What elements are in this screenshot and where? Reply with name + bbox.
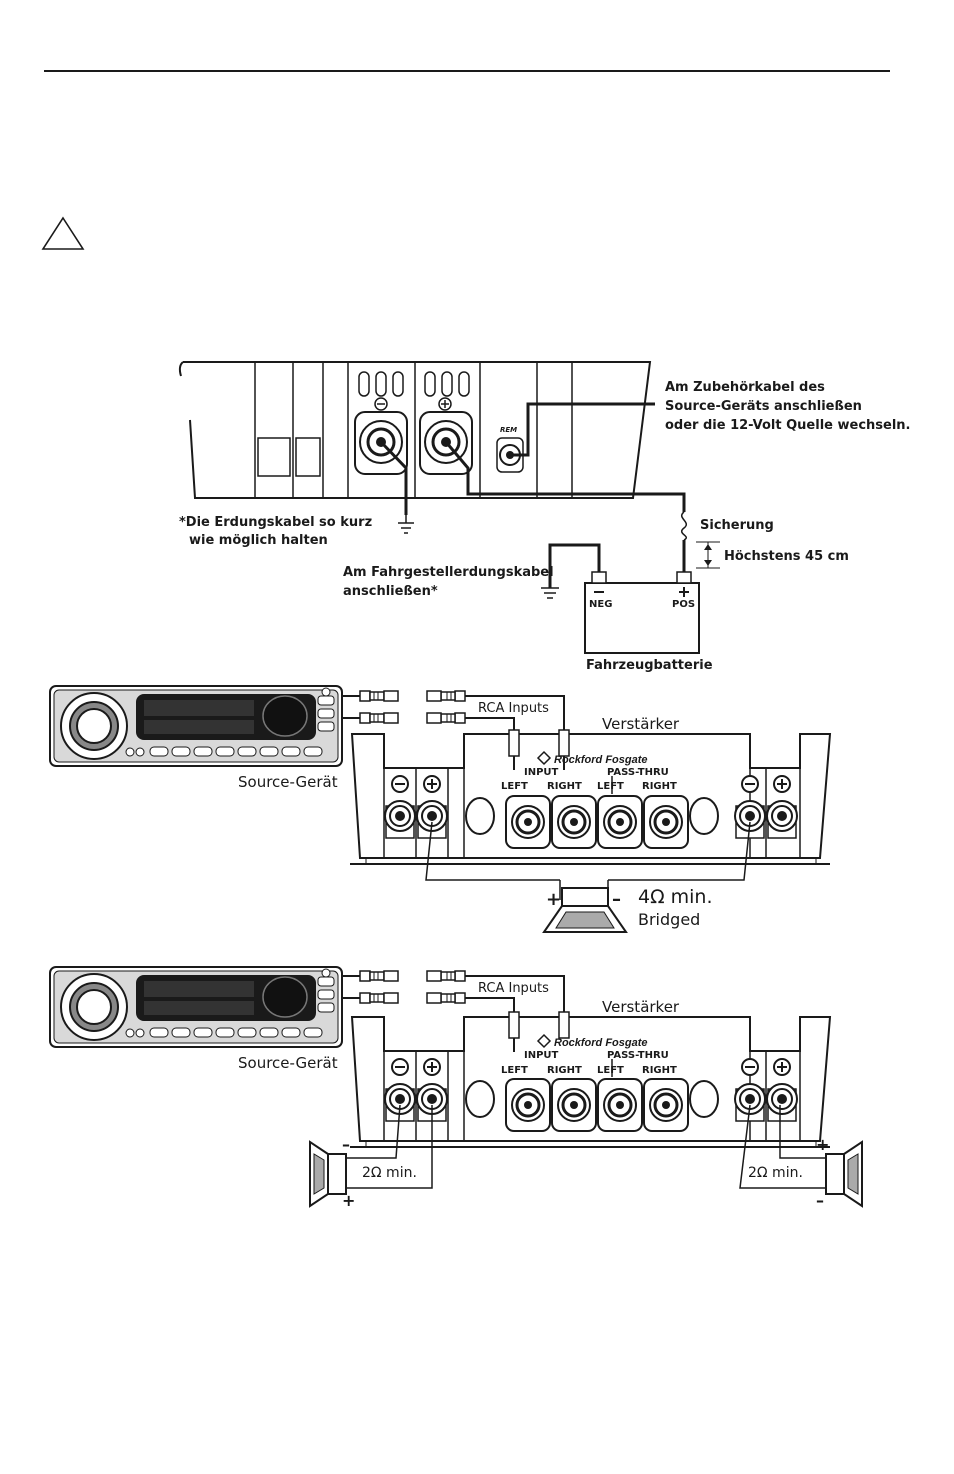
source-unit-icon-2 bbox=[49, 966, 343, 1048]
source-unit-label-2: Source-Gerät bbox=[238, 1054, 338, 1072]
svg-text:–: – bbox=[612, 889, 621, 910]
input-label: INPUT bbox=[524, 767, 559, 778]
power-wiring-section: REM NEG POS Am Zub bbox=[178, 361, 910, 673]
rca-inputs-label: RCA Inputs bbox=[478, 701, 549, 716]
bridged-section: + – RCA Inputs Verstärker Source-Gerät I… bbox=[49, 685, 830, 933]
fuse-icon bbox=[681, 511, 687, 541]
left-speaker-icon bbox=[309, 1140, 347, 1208]
svg-text:+: + bbox=[546, 889, 561, 910]
left-impedance-label: 2Ω min. bbox=[362, 1165, 417, 1181]
distance-label: Höchstens 45 cm bbox=[724, 549, 849, 564]
caution-triangle-icon bbox=[41, 216, 85, 250]
svg-text:+: + bbox=[342, 1191, 355, 1210]
speaker-icon bbox=[542, 887, 628, 933]
accessory-note-line-3: oder die 12-Volt Quelle wechseln. bbox=[665, 418, 910, 433]
ground-note-line-1: *Die Erdungskabel so kurz bbox=[179, 515, 372, 530]
rem-label: REM bbox=[500, 426, 517, 434]
chassis-note-line-2: anschließen* bbox=[343, 584, 438, 599]
amplifier-icon bbox=[350, 734, 830, 864]
battery-label: Fahrzeugbatterie bbox=[586, 658, 713, 673]
stereo-section: – + 2Ω min. + – 2Ω min. RCA Inputs Verst… bbox=[49, 966, 863, 1210]
passthru-right-label: RIGHT bbox=[642, 781, 677, 792]
ground-note-line-2: wie möglich halten bbox=[189, 533, 328, 548]
svg-text:+: + bbox=[816, 1135, 829, 1154]
input-label-2: INPUT bbox=[524, 1050, 559, 1061]
neg-label: NEG bbox=[589, 599, 612, 610]
input-left-label-2: LEFT bbox=[501, 1065, 528, 1076]
right-speaker-icon bbox=[825, 1140, 863, 1208]
battery-icon bbox=[584, 571, 700, 654]
input-right-label: RIGHT bbox=[547, 781, 582, 792]
bridged-impedance-label: 4Ω min. bbox=[638, 886, 713, 908]
passthru-label-2: PASS-THRU bbox=[607, 1050, 669, 1061]
accessory-note-line-1: Am Zubehörkabel des bbox=[665, 380, 825, 395]
chassis-note-line-1: Am Fahrgestellerdungskabel bbox=[343, 565, 554, 580]
amplifier-label: Verstärker bbox=[602, 715, 680, 733]
amplifier-label-2: Verstärker bbox=[602, 998, 680, 1016]
top-rule bbox=[44, 70, 890, 72]
rca-inputs-label-2: RCA Inputs bbox=[478, 981, 549, 996]
input-right-label-2: RIGHT bbox=[547, 1065, 582, 1076]
input-left-label: LEFT bbox=[501, 781, 528, 792]
source-unit-icon bbox=[49, 685, 343, 767]
amplifier-icon-2 bbox=[350, 1017, 830, 1147]
passthru-right-label-2: RIGHT bbox=[642, 1065, 677, 1076]
pos-label: POS bbox=[672, 599, 695, 610]
right-impedance-label: 2Ω min. bbox=[748, 1165, 803, 1181]
passthru-label: PASS-THRU bbox=[607, 767, 669, 778]
bridged-mode-label: Bridged bbox=[638, 910, 700, 929]
svg-text:–: – bbox=[342, 1135, 350, 1154]
passthru-left-label-2: LEFT bbox=[597, 1065, 624, 1076]
fuse-label: Sicherung bbox=[700, 518, 774, 533]
passthru-left-label: LEFT bbox=[597, 781, 624, 792]
svg-text:–: – bbox=[816, 1191, 824, 1210]
source-unit-label: Source-Gerät bbox=[238, 773, 338, 791]
accessory-note-line-2: Source-Geräts anschließen bbox=[665, 399, 862, 414]
